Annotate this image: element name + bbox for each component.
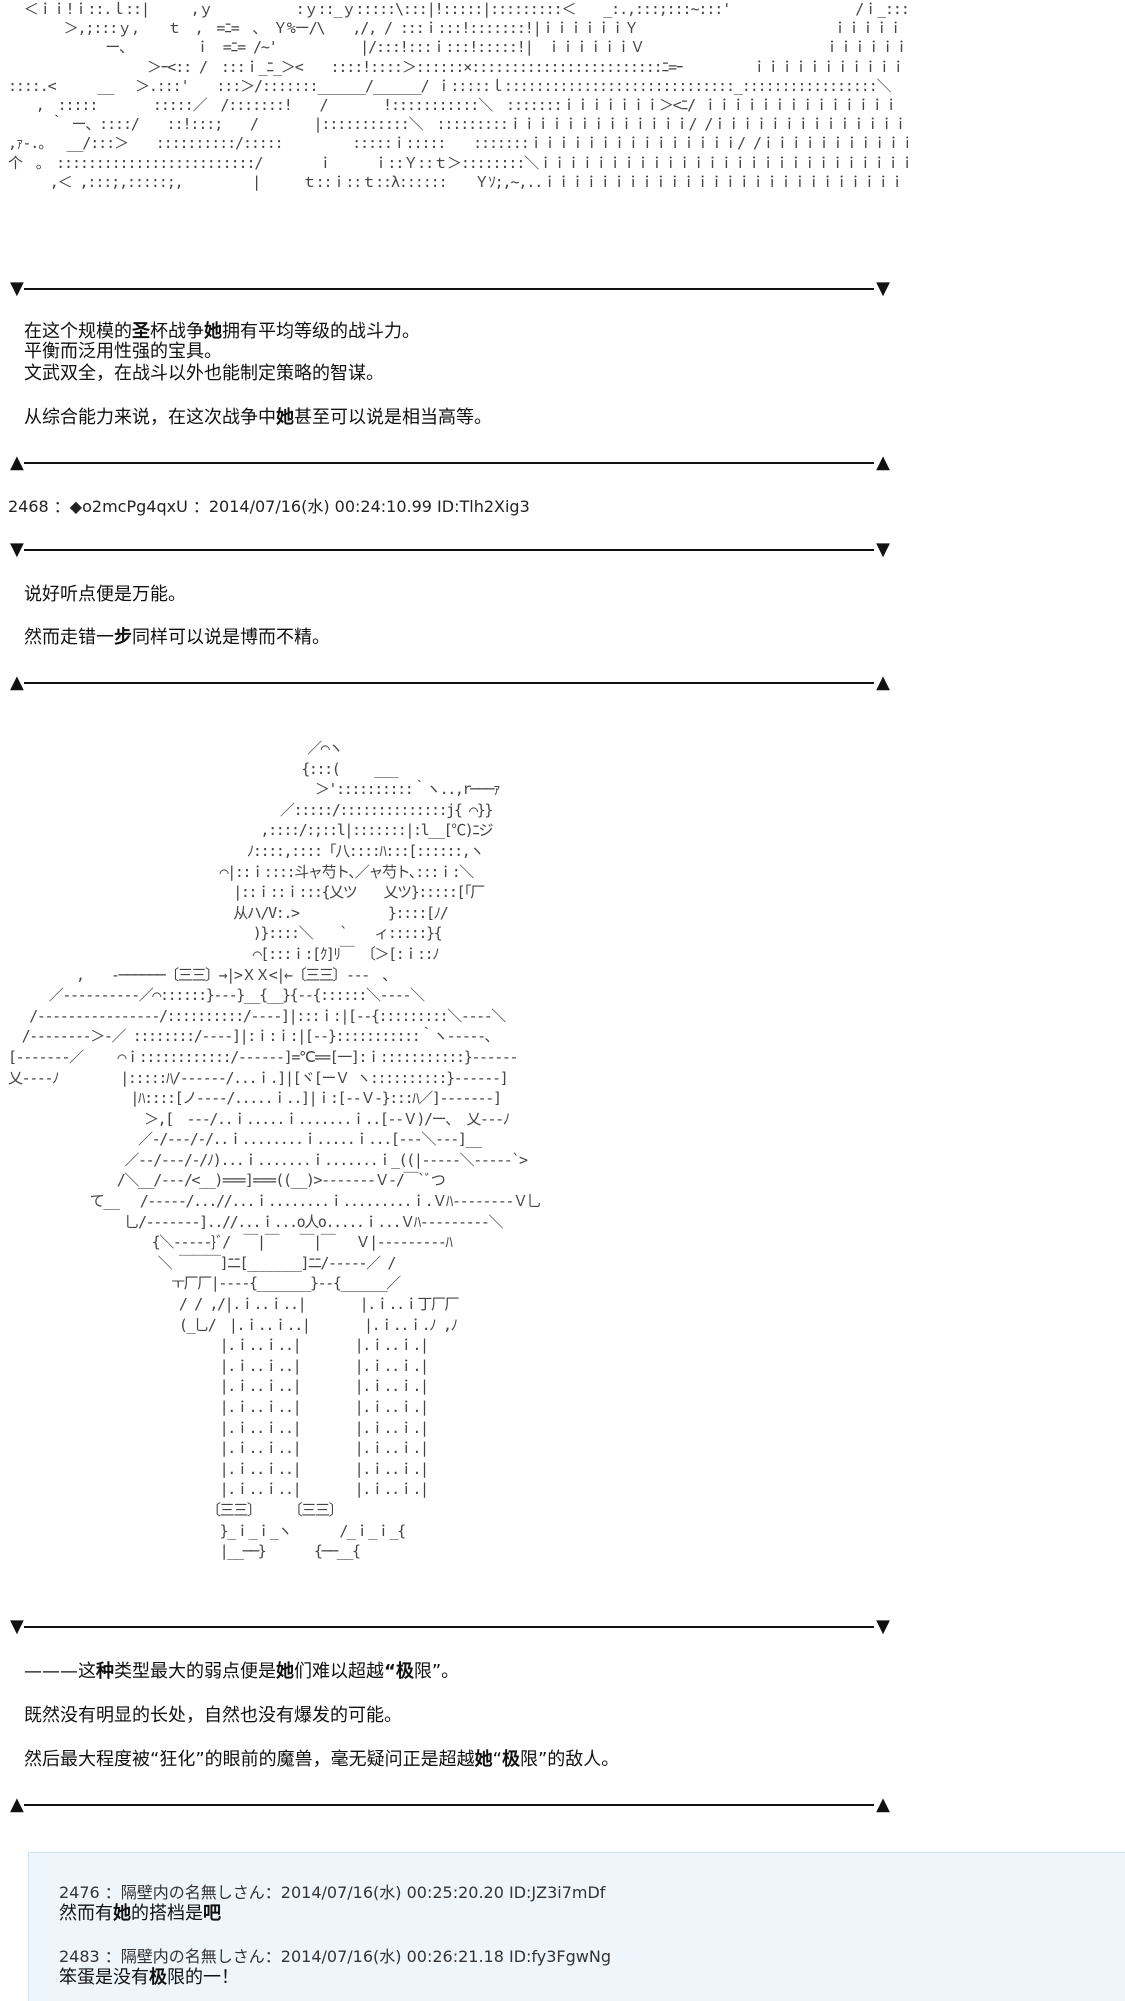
reply-text: 然而有她的搭档是吧 (59, 1903, 221, 1924)
triangle-up-icon: ▲ (10, 672, 24, 693)
divider-up: ▲ ▲ (10, 672, 890, 694)
narration-line: 文武双全，在战斗以外也能制定策略的智谋。 (24, 363, 384, 384)
divider-line (24, 288, 874, 290)
divider-line (24, 682, 874, 684)
triangle-up-icon: ▲ (876, 1794, 890, 1815)
narration-line: 在这个规模的圣杯战争她拥有平均等级的战斗力。 (24, 321, 420, 342)
triangle-down-icon: ▼ (876, 278, 890, 299)
narration-line: ———这种类型最大的弱点便是她们难以超越“极限”。 (24, 1661, 460, 1682)
divider-line (24, 462, 874, 464)
triangle-up-icon: ▲ (876, 672, 890, 693)
triangle-down-icon: ▼ (10, 1616, 24, 1637)
reply-text: 笨蛋是没有极限的一！ (59, 1967, 239, 1988)
narration-line: 说好听点便是万能。 (24, 584, 186, 605)
narration-line: 从综合能力来说，在这次战争中她甚至可以说是相当高等。 (24, 407, 492, 428)
narration-line: 然而走错一步同样可以说是博而不精。 (24, 627, 330, 648)
triangle-down-icon: ▼ (876, 1616, 890, 1637)
divider-up: ▲ ▲ (10, 452, 890, 474)
reply-header: 2483 ：隔壁内の名無しさん：2014/07/16(水) 00:26:21.1… (59, 1947, 611, 1966)
narration-line: 平衡而泛用性强的宝具。 (24, 341, 222, 362)
divider-up: ▲ ▲ (10, 1794, 890, 1816)
reply-panel: 2476 ：隔壁内の名無しさん：2014/07/16(水) 00:25:20.2… (28, 1852, 1125, 2001)
triangle-down-icon: ▼ (10, 278, 24, 299)
divider-line (24, 549, 874, 551)
post-header: 2468 ：◆o2mcPg4qxU ：2014/07/16(水) 00:24:1… (8, 497, 530, 516)
triangle-up-icon: ▲ (10, 1794, 24, 1815)
triangle-down-icon: ▼ (876, 539, 890, 560)
divider-down: ▼ ▼ (10, 1616, 890, 1638)
divider-line (24, 1626, 874, 1628)
triangle-down-icon: ▼ (10, 539, 24, 560)
narration-line: 然后最大程度被“狂化”的眼前的魔兽，毫无疑问正是超越她“极限”的敌人。 (24, 1749, 620, 1770)
divider-down: ▼ ▼ (10, 539, 890, 561)
divider-line (24, 1804, 874, 1806)
narration-line: 既然没有明显的长处，自然也没有爆发的可能。 (24, 1705, 402, 1726)
triangle-up-icon: ▲ (10, 452, 24, 473)
ascii-art-top: ＜ｉｉ!ｉ::.ｌ::| ,ｙ :ｙ::_ｙ:::::\:::|!:::::|:… (8, 0, 908, 191)
ascii-art-character: ／⌒ヽ {:::( ___ ＞'::::::::::｀ヽ..,r───ｧ ／::… (8, 739, 542, 1561)
reply-header: 2476 ：隔壁内の名無しさん：2014/07/16(水) 00:25:20.2… (59, 1883, 606, 1902)
divider-down: ▼ ▼ (10, 278, 890, 300)
triangle-up-icon: ▲ (876, 452, 890, 473)
